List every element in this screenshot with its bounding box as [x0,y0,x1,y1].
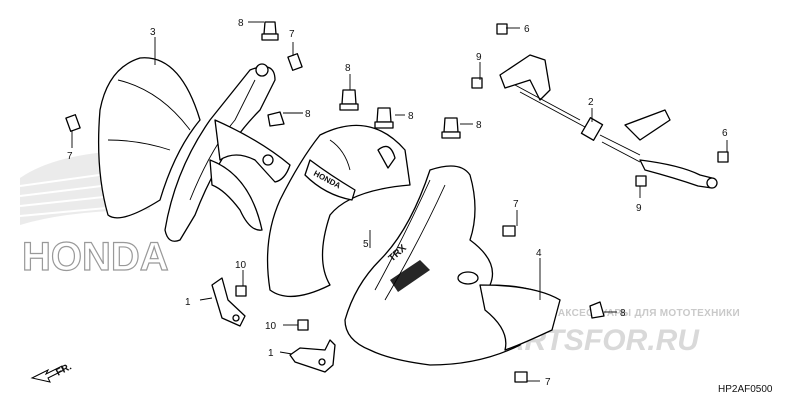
callout-10-lower: 10 [265,321,277,332]
callout-2: 2 [588,97,594,108]
honda-logo-text: HONDA [22,235,169,279]
callout-6-upper: 6 [524,24,530,35]
callout-1-lower: 1 [268,348,274,359]
callout-8-e: 8 [620,308,626,319]
callout-3: 3 [150,27,156,38]
callout-9-upper: 9 [476,52,482,63]
callout-8-a: 8 [345,63,351,74]
callout-9-lower: 9 [636,203,642,214]
part-bracket-lower [289,339,336,373]
front-direction-arrow: FR. [30,361,74,383]
callout-6-right: 6 [722,128,728,139]
callout-8-top: 8 [238,18,244,29]
part-rod-assembly [499,54,718,189]
part-front-fender: TRX [344,165,561,366]
callout-8-b: 8 [305,109,311,120]
callout-numbers: 1 1 2 3 4 5 6 6 7 7 7 7 8 8 8 8 8 8 9 9 … [67,18,728,388]
callout-7-left: 7 [67,151,73,162]
callout-5: 5 [363,239,369,250]
callout-4: 4 [536,248,542,259]
callout-1-upper: 1 [185,297,191,308]
leader-lines [71,21,728,382]
callout-7-top: 7 [289,29,295,40]
diagram-code: HP2AF0500 [718,384,773,395]
direction-label: FR. [54,361,74,378]
part-bracket-upper [211,277,246,327]
part-front-cover: HONDA [266,124,411,298]
fastener-bolts [235,23,729,331]
callout-8-c: 8 [408,111,414,122]
callout-10-upper: 10 [235,260,247,271]
callout-7-bottom: 7 [545,377,551,388]
part-windscreen [97,57,201,219]
watermark-tagline: ЗАПЧАСТИ И АКСЕССУАРЫ ДЛЯ МОТОТЕХНИКИ [487,308,740,319]
callout-7-mid: 7 [513,199,519,210]
part-visor-frame [164,63,291,242]
fastener-clips [261,21,605,319]
callout-8-d: 8 [476,120,482,131]
